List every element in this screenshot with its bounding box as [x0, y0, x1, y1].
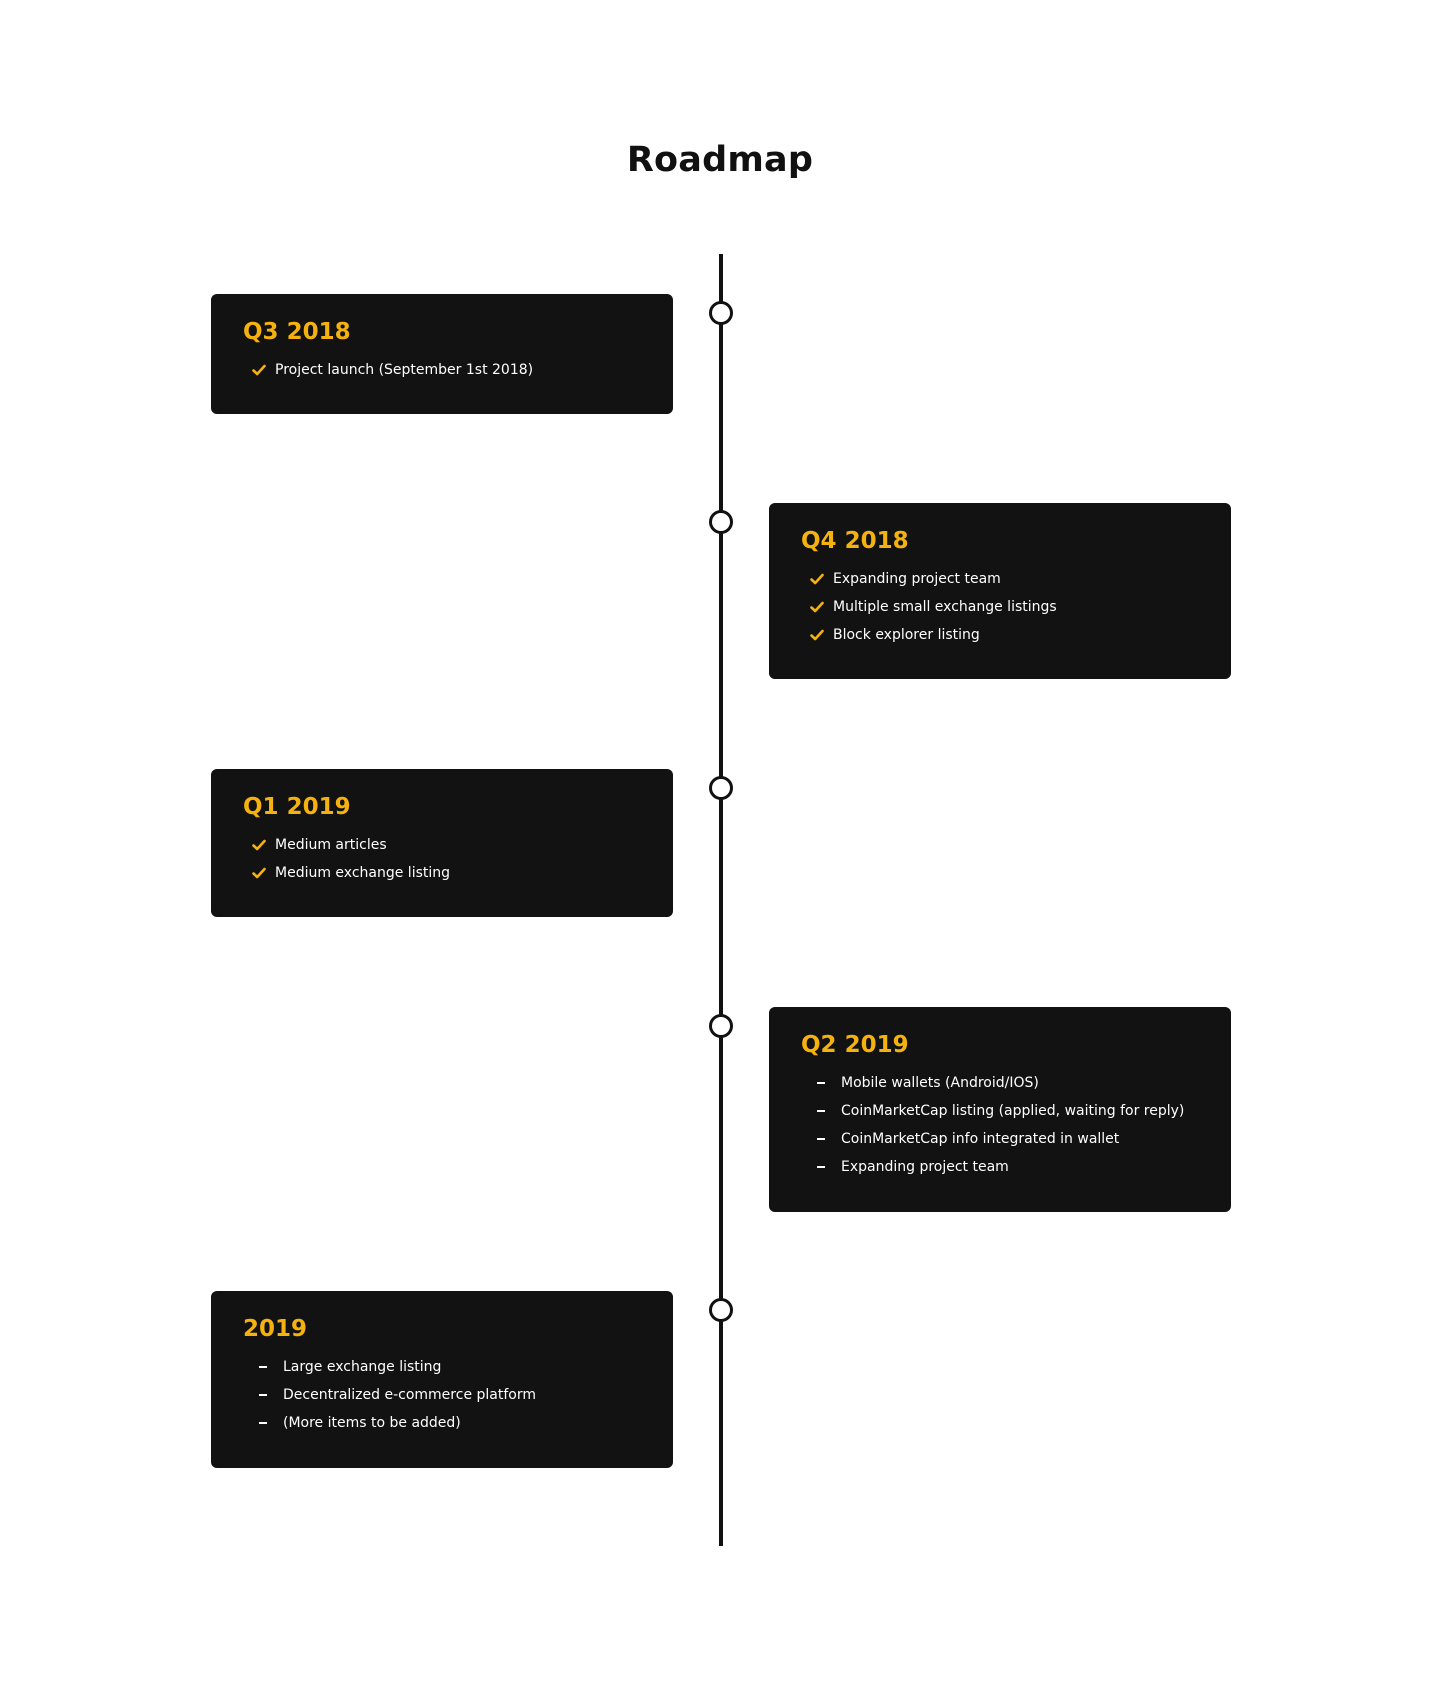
- page-title: Roadmap: [626, 140, 814, 180]
- card-title: Q1 2019: [243, 794, 351, 820]
- dash-icon: [817, 1138, 825, 1140]
- card-list: Project launch (September 1st 2018): [243, 356, 641, 384]
- list-item-label: Multiple small exchange listings: [833, 599, 1057, 615]
- roadmap-card-2019: 2019 Large exchange listing Decentralize…: [211, 1291, 673, 1468]
- list-item-label: Decentralized e-commerce platform: [283, 1387, 536, 1403]
- list-item: CoinMarketCap info integrated in wallet: [801, 1125, 1199, 1153]
- timeline-node: [709, 1014, 733, 1038]
- timeline-node: [709, 301, 733, 325]
- list-item: Medium articles: [243, 831, 641, 859]
- dash-icon: [817, 1082, 825, 1084]
- timeline-node: [709, 510, 733, 534]
- list-item-label: CoinMarketCap listing (applied, waiting …: [841, 1103, 1185, 1119]
- list-item: Mobile wallets (Android/IOS): [801, 1069, 1199, 1097]
- card-list: Medium articles Medium exchange listing: [243, 831, 641, 887]
- list-item-label: Large exchange listing: [283, 1359, 442, 1375]
- list-item: Medium exchange listing: [243, 859, 641, 887]
- list-item: (More items to be added): [243, 1409, 641, 1437]
- dash-icon: [259, 1422, 267, 1424]
- timeline-line: [719, 254, 723, 1546]
- list-item-label: Expanding project team: [833, 571, 1001, 587]
- list-item: Multiple small exchange listings: [801, 593, 1199, 621]
- list-item: Project launch (September 1st 2018): [243, 356, 641, 384]
- list-item-label: Project launch (September 1st 2018): [275, 362, 534, 378]
- timeline-node: [709, 776, 733, 800]
- card-title: Q2 2019: [801, 1032, 909, 1058]
- card-list: Large exchange listing Decentralized e-c…: [243, 1353, 641, 1437]
- dash-icon: [817, 1110, 825, 1112]
- check-icon: [810, 601, 824, 613]
- check-icon: [810, 573, 824, 585]
- roadmap-card-q4-2018: Q4 2018 Expanding project team Multiple …: [769, 503, 1231, 679]
- timeline-node: [709, 1298, 733, 1322]
- list-item: Decentralized e-commerce platform: [243, 1381, 641, 1409]
- dash-icon: [259, 1366, 267, 1368]
- list-item: Block explorer listing: [801, 621, 1199, 649]
- list-item-label: (More items to be added): [283, 1415, 461, 1431]
- card-title: Q4 2018: [801, 528, 909, 554]
- list-item: Large exchange listing: [243, 1353, 641, 1381]
- card-list: Mobile wallets (Android/IOS) CoinMarketC…: [801, 1069, 1199, 1181]
- list-item-label: Block explorer listing: [833, 627, 980, 643]
- roadmap-card-q3-2018: Q3 2018 Project launch (September 1st 20…: [211, 294, 673, 414]
- roadmap-card-q2-2019: Q2 2019 Mobile wallets (Android/IOS) Coi…: [769, 1007, 1231, 1212]
- roadmap-card-q1-2019: Q1 2019 Medium articles Medium exchange …: [211, 769, 673, 917]
- card-title: 2019: [243, 1316, 308, 1342]
- check-icon: [252, 839, 266, 851]
- card-title: Q3 2018: [243, 319, 351, 345]
- dash-icon: [817, 1166, 825, 1168]
- list-item-label: Mobile wallets (Android/IOS): [841, 1075, 1039, 1091]
- list-item: CoinMarketCap listing (applied, waiting …: [801, 1097, 1199, 1125]
- list-item-label: CoinMarketCap info integrated in wallet: [841, 1131, 1120, 1147]
- dash-icon: [259, 1394, 267, 1396]
- check-icon: [810, 629, 824, 641]
- check-icon: [252, 867, 266, 879]
- list-item-label: Medium articles: [275, 837, 387, 853]
- list-item: Expanding project team: [801, 565, 1199, 593]
- list-item: Expanding project team: [801, 1153, 1199, 1181]
- list-item-label: Medium exchange listing: [275, 865, 451, 881]
- card-list: Expanding project team Multiple small ex…: [801, 565, 1199, 649]
- check-icon: [252, 364, 266, 376]
- list-item-label: Expanding project team: [841, 1159, 1009, 1175]
